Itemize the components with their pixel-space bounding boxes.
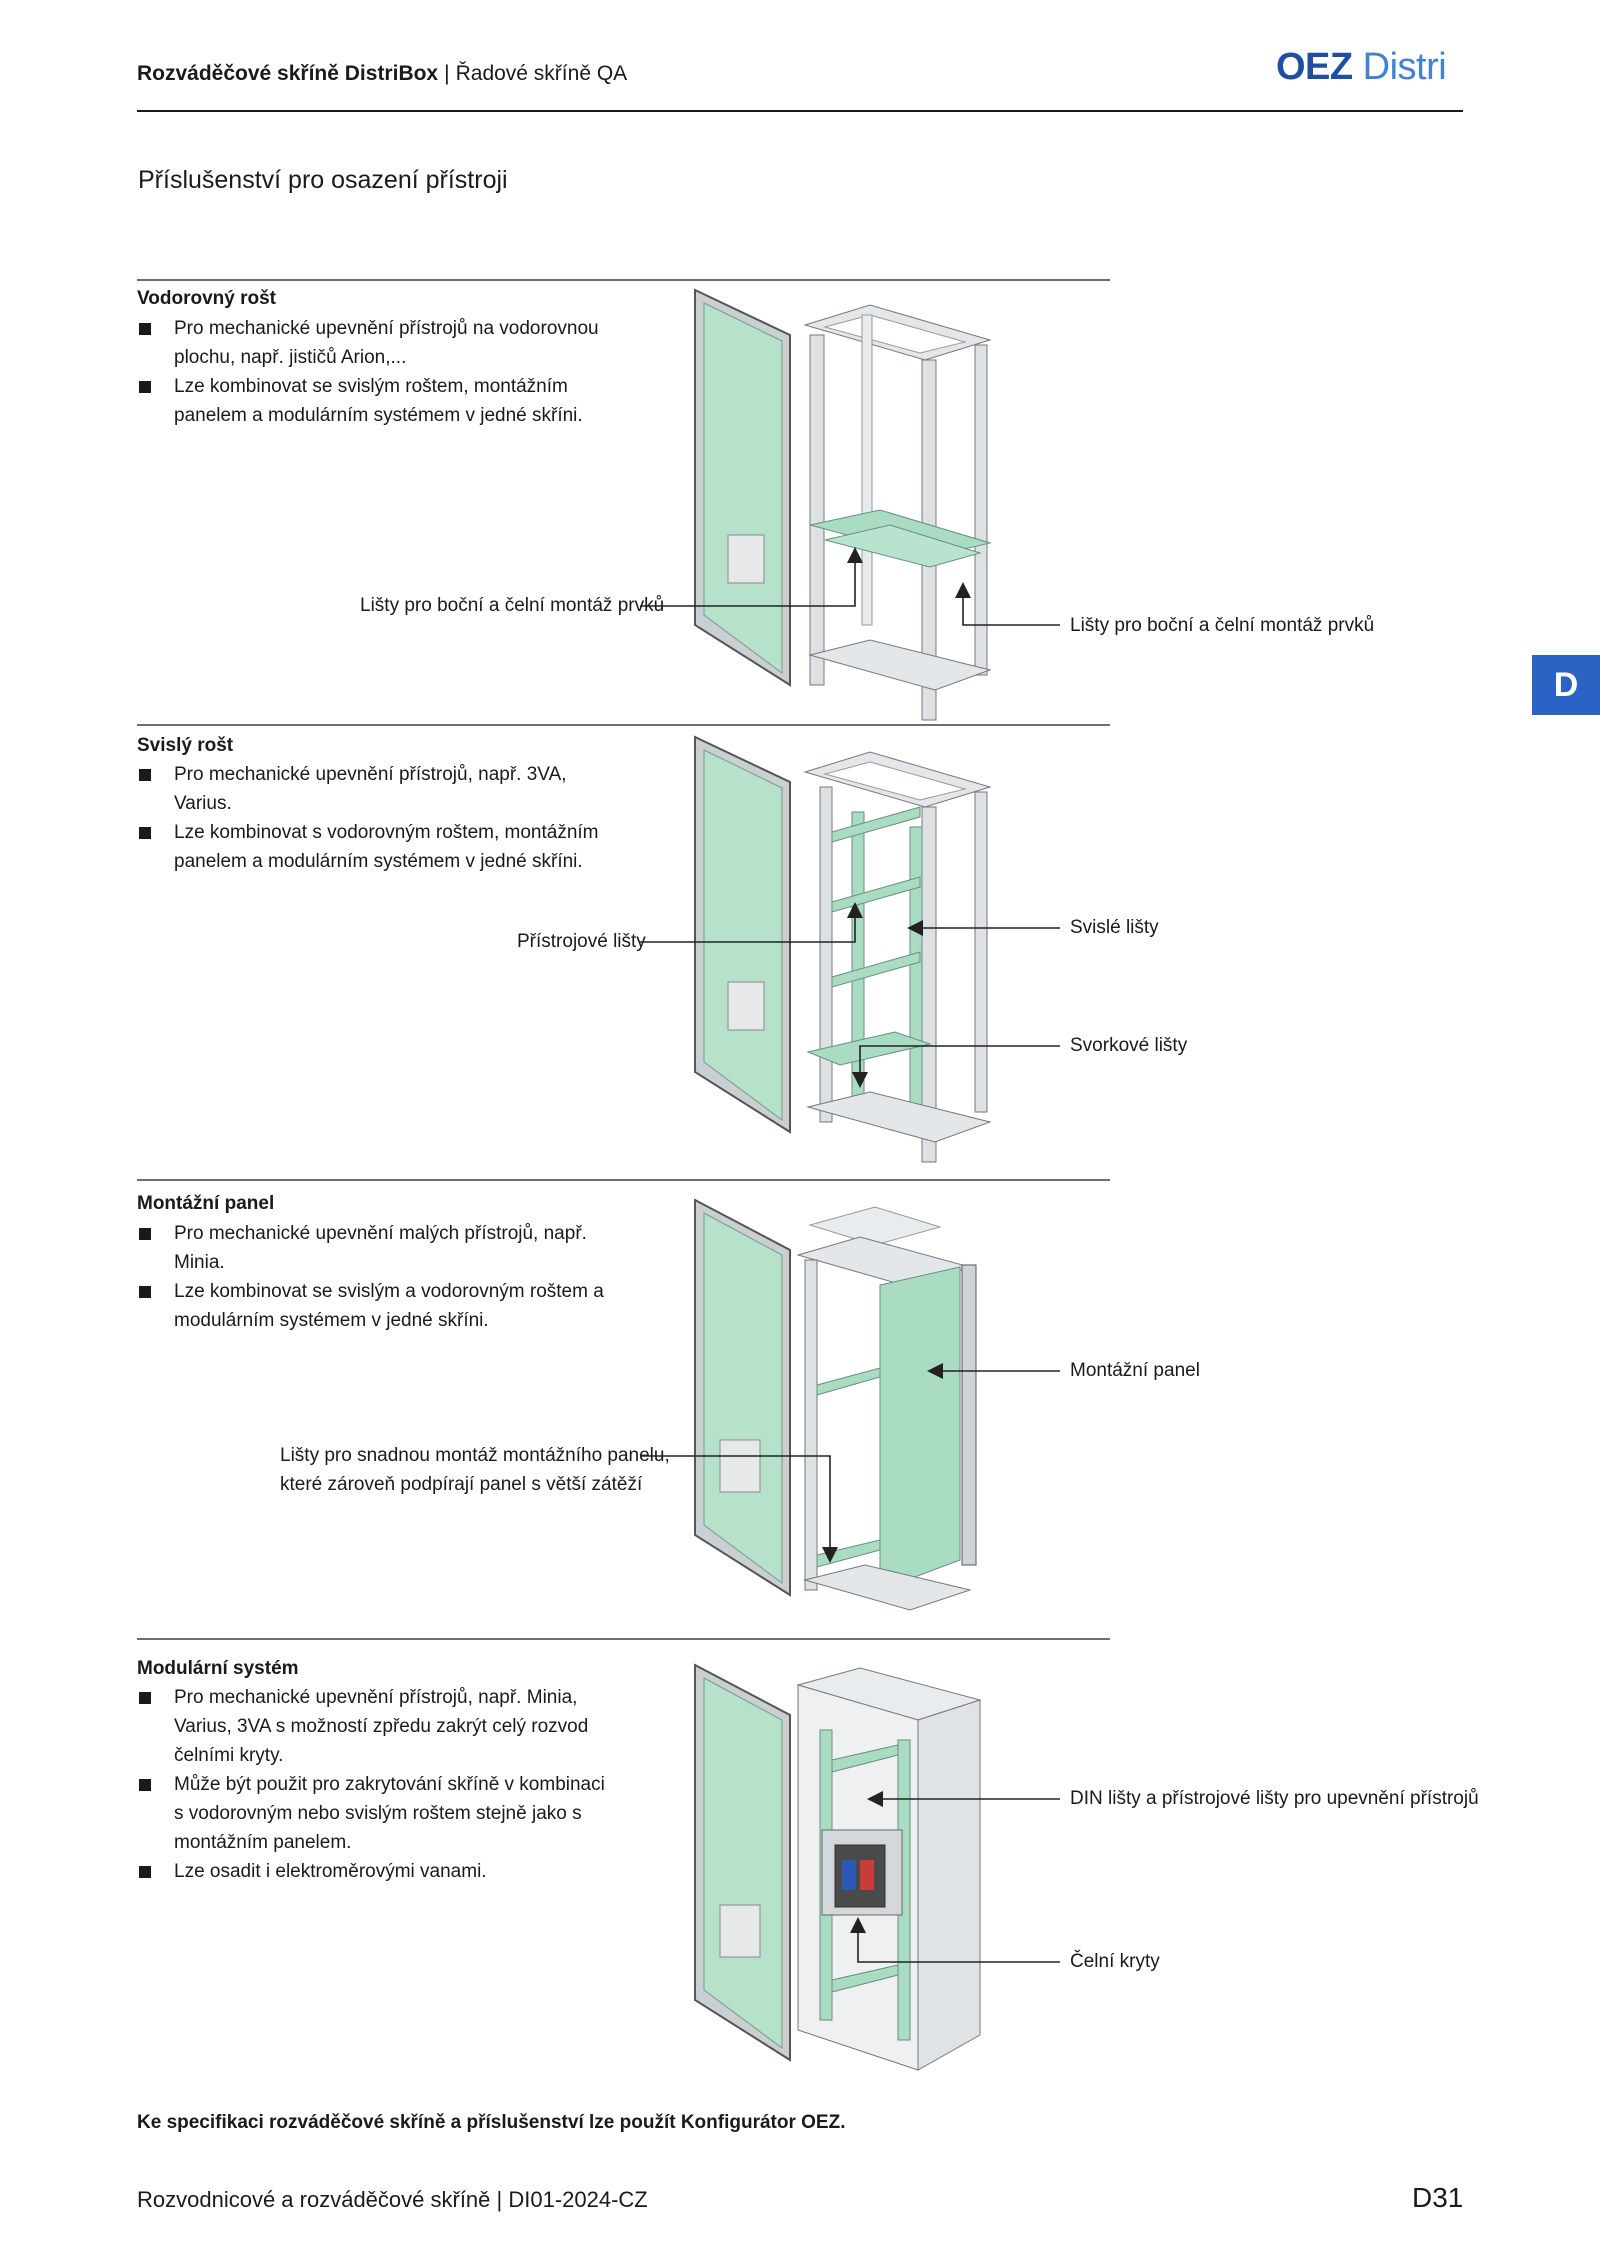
header-title: Rozváděčové skříně DistriBox|Řadové skří… [137,62,627,86]
callout-label: Svorkové lišty [1070,1035,1188,1056]
bullet-item: Lze osadit i elektroměrovými vanami. [137,1857,607,1886]
callout-label: DIN lišty a přístrojové lišty pro upevně… [1070,1788,1479,1809]
callout-label: Montážní panel [1070,1360,1200,1381]
section-tab: D [1532,655,1600,715]
section-divider [137,279,1110,281]
header-rule [137,110,1463,112]
callout-line: Lišty pro snadnou montáž montážního pane… [280,1445,670,1466]
cabinet-modular-system-illustration [694,1663,982,2071]
callout-label: Svislé lišty [1070,917,1159,938]
section-title: Vodorovný rošt [137,288,276,309]
logo-distri: Distri [1362,46,1447,88]
callout-label: Lišty pro boční a čelní montáž prvků [360,595,665,616]
bullet-item: Pro mechanické upevnění přístrojů na vod… [137,314,607,372]
section-title: Montážní panel [137,1193,275,1214]
bullet-item: Lze kombinovat se svislým a vodorovným r… [137,1277,607,1335]
cabinet-horizontal-grid-illustration [694,288,992,721]
section-divider [137,1638,1110,1640]
callout-label: Přístrojové lišty [517,931,646,952]
footnote: Ke specifikaci rozváděčové skříně a přís… [137,2112,846,2133]
bullet-list: Pro mechanické upevnění malých přístrojů… [137,1219,607,1335]
logo-oez: OEZ [1276,46,1353,88]
section-title: Svislý rošt [137,735,234,756]
callout-label: Čelní kryty [1070,1951,1160,1972]
cabinet-vertical-grid-illustration [694,735,992,1163]
bullet-list: Pro mechanické upevnění přístrojů, např.… [137,1683,607,1886]
section-title: Modulární systém [137,1658,299,1679]
cabinet-mounting-panel-illustration [694,1198,977,1611]
bullet-item: Lze kombinovat s vodorovným roštem, mont… [137,818,607,876]
footer-text: Rozvodnicové a rozváděčové skříně | DI01… [137,2187,648,2212]
page-heading: Příslušenství pro osazení přístroji [138,166,508,194]
bullet-item: Pro mechanické upevnění malých přístrojů… [137,1219,607,1277]
bullet-item: Pro mechanické upevnění přístrojů, např.… [137,760,607,818]
section-divider [137,1179,1110,1181]
header-separator: | [444,62,450,85]
section-divider [137,724,1110,726]
bullet-item: Může být použit pro zakrytování skříně v… [137,1770,607,1857]
callout-line: které zároveň podpírají panel s větší zá… [280,1474,643,1495]
callout-label: Lišty pro boční a čelní montáž prvků [1070,615,1375,636]
bullet-list: Pro mechanické upevnění přístrojů, např.… [137,760,607,876]
header-title-rest: Řadové skříně QA [455,62,628,85]
bullet-item: Pro mechanické upevnění přístrojů, např.… [137,1683,607,1770]
page-number: D31 [1412,2182,1464,2213]
bullet-item: Lze kombinovat se svislým roštem, montáž… [137,372,607,430]
bullet-list: Pro mechanické upevnění přístrojů na vod… [137,314,607,430]
header-title-bold: Rozváděčové skříně DistriBox [137,62,439,85]
callout-label: Lišty pro snadnou montáž montážního pane… [280,1441,670,1499]
